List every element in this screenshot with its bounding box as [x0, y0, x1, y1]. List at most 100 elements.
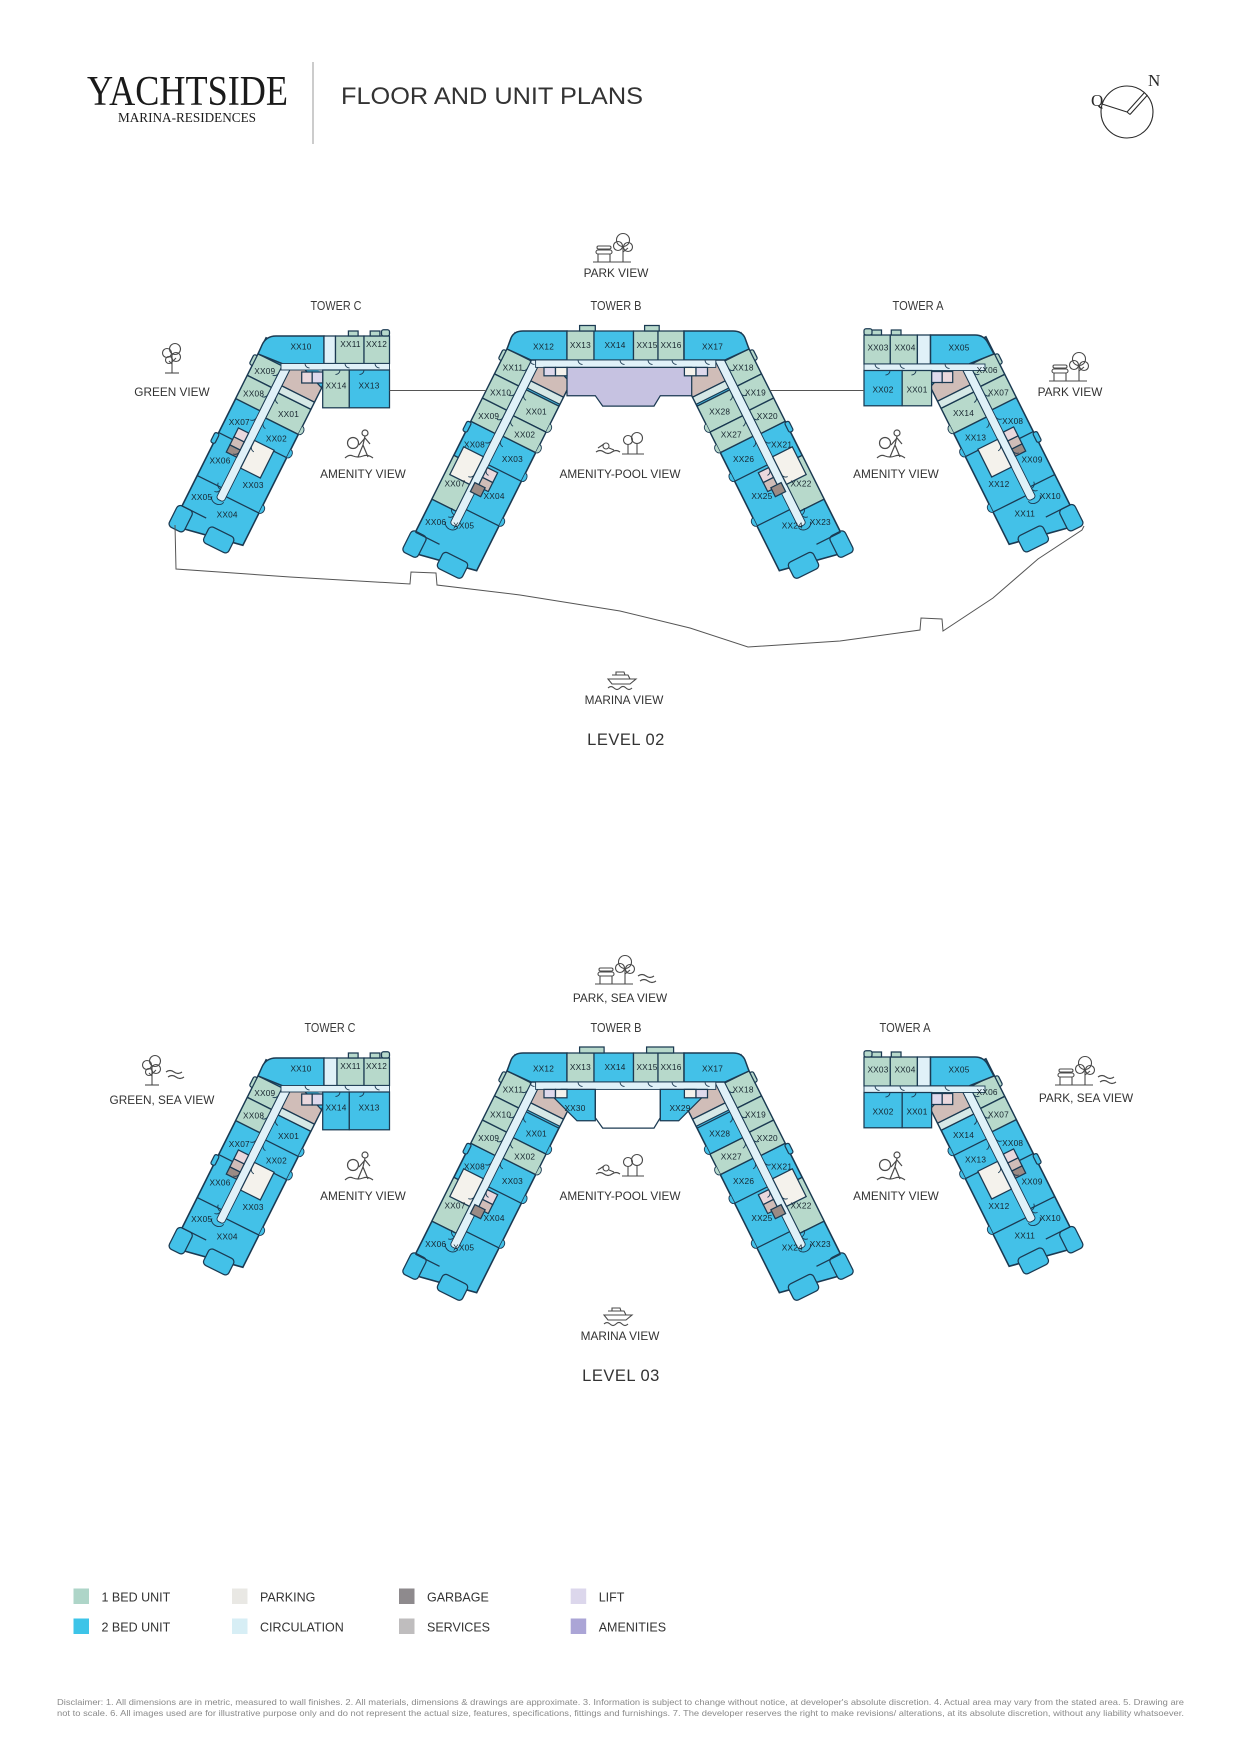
svg-text:XX10: XX10 [290, 1064, 311, 1074]
svg-text:XX21: XX21 [771, 440, 792, 450]
svg-text:XX11: XX11 [503, 1085, 524, 1095]
svg-text:SERVICES: SERVICES [427, 1620, 490, 1634]
svg-text:MARINA-RESIDENCES: MARINA-RESIDENCES [118, 110, 256, 125]
svg-text:XX02: XX02 [872, 385, 893, 395]
svg-text:XX28: XX28 [709, 1128, 730, 1138]
svg-text:XX01: XX01 [906, 385, 927, 395]
svg-text:XX19: XX19 [745, 387, 766, 397]
svg-text:XX15: XX15 [636, 340, 657, 350]
svg-text:XX08: XX08 [243, 388, 264, 398]
svg-text:TOWER C: TOWER C [311, 299, 362, 313]
svg-text:MARINA VIEW: MARINA VIEW [585, 693, 665, 707]
svg-text:XX09: XX09 [1021, 1176, 1042, 1186]
svg-text:XX26: XX26 [733, 1176, 754, 1186]
svg-text:XX28: XX28 [709, 406, 730, 416]
svg-text:N: N [1148, 71, 1160, 90]
svg-text:XX03: XX03 [243, 1202, 264, 1212]
svg-text:PARK, SEA VIEW: PARK, SEA VIEW [1039, 1091, 1134, 1105]
svg-text:XX06: XX06 [977, 1087, 998, 1097]
svg-text:XX14: XX14 [953, 1130, 974, 1140]
svg-text:XX11: XX11 [1015, 508, 1036, 518]
svg-text:XX13: XX13 [570, 1062, 591, 1072]
svg-text:AMENITY VIEW: AMENITY VIEW [853, 1189, 940, 1203]
svg-text:XX26: XX26 [733, 454, 754, 464]
svg-text:PARK VIEW: PARK VIEW [1038, 385, 1104, 399]
svg-text:XX13: XX13 [358, 1103, 379, 1113]
svg-text:XX02: XX02 [514, 430, 535, 440]
svg-text:XX02: XX02 [266, 1155, 287, 1165]
svg-text:TOWER B: TOWER B [591, 1021, 642, 1035]
svg-text:XX08: XX08 [464, 1162, 485, 1172]
svg-text:XX06: XX06 [209, 1177, 230, 1187]
svg-text:XX01: XX01 [278, 409, 299, 419]
svg-text:AMENITY VIEW: AMENITY VIEW [320, 467, 407, 481]
svg-text:XX14: XX14 [604, 340, 625, 350]
svg-text:XX09: XX09 [254, 366, 275, 376]
svg-text:XX04: XX04 [484, 1213, 505, 1223]
svg-text:XX05: XX05 [453, 520, 474, 530]
svg-text:PARK VIEW: PARK VIEW [584, 266, 650, 280]
svg-text:XX24: XX24 [782, 520, 803, 530]
svg-text:XX10: XX10 [290, 342, 311, 352]
svg-text:AMENITY VIEW: AMENITY VIEW [853, 467, 940, 481]
svg-text:XX06: XX06 [977, 365, 998, 375]
svg-text:XX07: XX07 [988, 1109, 1009, 1119]
svg-text:XX06: XX06 [425, 1239, 446, 1249]
svg-text:XX08: XX08 [1002, 416, 1023, 426]
svg-text:XX02: XX02 [514, 1152, 535, 1162]
svg-text:not to scale. 6. All images us: not to scale. 6. All images used are for… [57, 1709, 1184, 1718]
svg-text:TOWER C: TOWER C [305, 1021, 356, 1035]
svg-text:XX03: XX03 [867, 1065, 888, 1075]
svg-text:XX11: XX11 [1015, 1230, 1036, 1240]
svg-text:XX15: XX15 [636, 1062, 657, 1072]
svg-text:LEVEL 02: LEVEL 02 [587, 731, 665, 749]
svg-text:XX17: XX17 [702, 342, 723, 352]
svg-text:XX13: XX13 [358, 381, 379, 391]
svg-text:XX12: XX12 [366, 339, 387, 349]
svg-text:XX14: XX14 [604, 1062, 625, 1072]
svg-text:TOWER A: TOWER A [880, 1021, 932, 1035]
svg-text:XX12: XX12 [533, 342, 554, 352]
svg-text:XX03: XX03 [502, 454, 523, 464]
svg-text:1 BED UNIT: 1 BED UNIT [102, 1590, 171, 1604]
svg-text:XX12: XX12 [988, 1201, 1009, 1211]
svg-text:XX23: XX23 [810, 1239, 831, 1249]
svg-text:XX14: XX14 [325, 1103, 346, 1113]
svg-text:XX03: XX03 [867, 343, 888, 353]
svg-text:AMENITY VIEW: AMENITY VIEW [320, 1189, 407, 1203]
svg-text:XX18: XX18 [733, 363, 754, 373]
svg-text:XX11: XX11 [340, 339, 361, 349]
svg-text:XX13: XX13 [965, 432, 986, 442]
svg-text:CIRCULATION: CIRCULATION [260, 1620, 344, 1634]
svg-text:XX23: XX23 [810, 517, 831, 527]
svg-text:XX20: XX20 [757, 1133, 778, 1143]
svg-text:XX04: XX04 [894, 343, 915, 353]
svg-text:XX12: XX12 [533, 1064, 554, 1074]
svg-text:TOWER A: TOWER A [893, 299, 945, 313]
svg-text:XX19: XX19 [745, 1109, 766, 1119]
svg-text:XX11: XX11 [340, 1061, 361, 1071]
svg-text:XX05: XX05 [948, 1065, 969, 1075]
svg-text:XX13: XX13 [965, 1154, 986, 1164]
svg-text:XX01: XX01 [906, 1107, 927, 1117]
svg-text:XX07: XX07 [229, 417, 250, 427]
svg-text:XX10: XX10 [490, 1109, 511, 1119]
svg-text:XX02: XX02 [266, 433, 287, 443]
svg-text:XX01: XX01 [526, 406, 547, 416]
svg-text:YACHTSIDE: YACHTSIDE [87, 69, 288, 115]
svg-text:2 BED UNIT: 2 BED UNIT [102, 1620, 171, 1634]
svg-text:XX10: XX10 [1040, 1213, 1061, 1223]
svg-text:XX01: XX01 [278, 1131, 299, 1141]
svg-text:GARBAGE: GARBAGE [427, 1590, 489, 1604]
svg-text:XX18: XX18 [733, 1085, 754, 1095]
svg-text:XX27: XX27 [721, 430, 742, 440]
svg-text:XX06: XX06 [425, 517, 446, 527]
svg-text:PARKING: PARKING [260, 1590, 315, 1604]
svg-text:XX08: XX08 [464, 440, 485, 450]
svg-text:XX25: XX25 [751, 491, 772, 501]
svg-text:XX13: XX13 [570, 340, 591, 350]
svg-text:XX22: XX22 [790, 479, 811, 489]
svg-text:XX06: XX06 [209, 455, 230, 465]
svg-text:AMENITY-POOL VIEW: AMENITY-POOL VIEW [559, 1189, 681, 1203]
svg-text:XX04: XX04 [217, 1231, 238, 1241]
